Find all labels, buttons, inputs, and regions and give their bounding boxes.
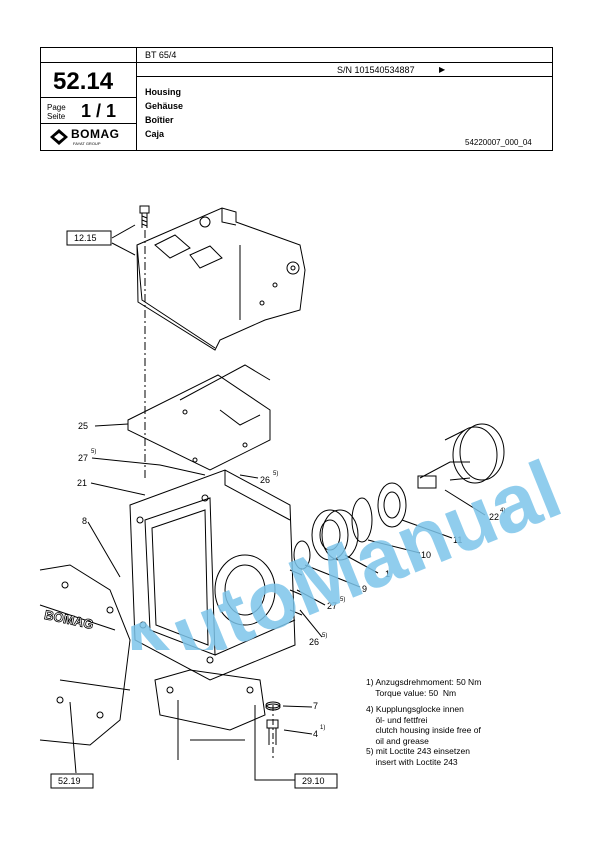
ref-box-1215 (66, 230, 112, 246)
cover-plate (136, 207, 306, 351)
header-divider (136, 62, 552, 63)
ref-label-1215[interactable]: 12.15 (74, 233, 97, 243)
note-line: 1) Anzugsdrehmoment: 50 Nm (366, 677, 482, 687)
leader-lines (69, 224, 486, 781)
footnotes: 1) Anzugsdrehmoment: 50 Nm Torque value:… (366, 677, 481, 767)
serial-number: S/N 101540534887 (337, 65, 415, 75)
model-label: BT 65/4 (145, 50, 177, 60)
callout-4-note: 1) (320, 725, 326, 731)
screw-top (139, 205, 150, 228)
callout-22-note: 4) (500, 508, 506, 514)
callout-4: 4 (313, 729, 319, 739)
logo-subtext: FAYAT GROUP (73, 141, 101, 146)
clutch-bell (417, 423, 505, 489)
header-table: BT 65/4 52.14 Page Seite 1 / 1 S/N 10154… (40, 47, 553, 151)
callout-10: 10 (421, 550, 432, 560)
note-line: Torque value: 50 Nm (366, 687, 457, 698)
callout-1: 1 (385, 569, 391, 579)
circlip (293, 540, 311, 570)
callout-26a-note: 5) (273, 471, 279, 477)
note-line: insert with Loctite 243 (366, 756, 458, 767)
callout-11: 11 (453, 535, 463, 545)
note-line: 4) Kupplungsglocke innen (366, 704, 464, 714)
page-fraction: 1 / 1 (81, 101, 117, 121)
callout-25: 25 (78, 421, 89, 431)
header-divider (136, 48, 137, 150)
page-label: Page (47, 103, 66, 112)
note-line: clutch housing inside free of (366, 725, 481, 735)
callout-26b: 26 (309, 637, 320, 647)
note-line: oil and grease (366, 735, 429, 746)
callout-26b-note: 5) (322, 633, 328, 639)
ref-label-5219[interactable]: 52.19 (58, 776, 81, 786)
logo-text: BOMAG (71, 127, 120, 141)
bracket-plate (127, 364, 271, 471)
page-number: 52.14 (53, 68, 114, 95)
snap-ring (351, 497, 373, 543)
callout-27a-note: 5) (91, 449, 97, 455)
callout-21: 21 (77, 478, 88, 488)
note-line: öl- und fettfrei (366, 714, 428, 725)
callout-9: 9 (362, 584, 368, 594)
ref-box-2910 (294, 773, 338, 789)
callout-27b: 27 (327, 601, 338, 611)
header-divider (41, 123, 136, 124)
callout-8: 8 (82, 516, 88, 526)
ref-label-2910[interactable]: 29.10 (302, 776, 325, 786)
note-line: 5) mit Loctite 243 einsetzen (366, 746, 470, 756)
title-en: Housing (145, 87, 181, 97)
gear-housing (129, 469, 296, 681)
bearing (311, 509, 359, 561)
title-fr: Boîtier (145, 115, 174, 125)
engine-flange (154, 669, 266, 760)
header-divider (136, 76, 552, 77)
seal-ring (377, 482, 407, 528)
callout-27b-note: 5) (340, 597, 346, 603)
callout-27a: 27 (78, 453, 89, 463)
bomag-logo-icon (50, 129, 68, 145)
side-screws (289, 569, 303, 616)
callout-26a: 26 (260, 475, 271, 485)
header-divider (41, 97, 136, 98)
page-label-de: Seite (47, 112, 66, 121)
title-es: Caja (145, 129, 165, 139)
callout-22: 22 (489, 512, 500, 522)
ref-box-5219 (50, 773, 94, 789)
drawing-id: 54220007_000_04 (465, 138, 532, 147)
engine-block (39, 564, 131, 746)
callout-7: 7 (313, 701, 319, 711)
title-de: Gehäuse (145, 101, 184, 111)
header-divider (41, 62, 136, 63)
serial-arrow-icon: ▶ (439, 65, 446, 74)
